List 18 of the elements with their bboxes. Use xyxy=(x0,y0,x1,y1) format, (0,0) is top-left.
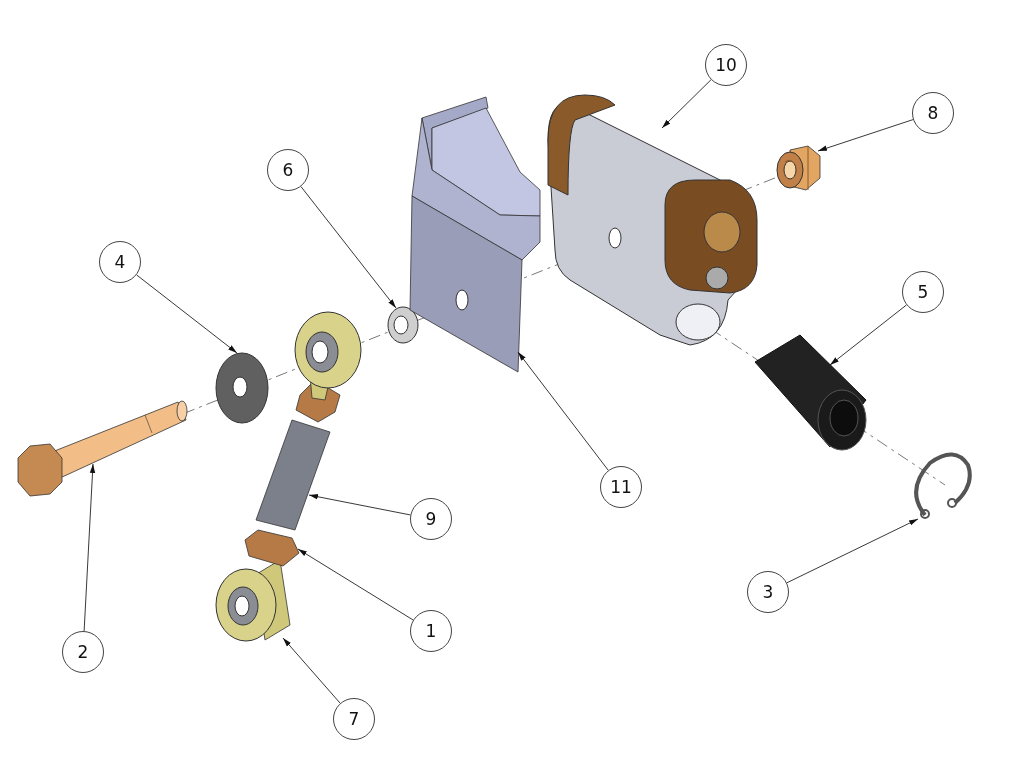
tube-drawing xyxy=(253,418,333,530)
callout-balloon: 4 xyxy=(99,241,141,283)
bolt-drawing xyxy=(14,400,190,500)
bracket-drawing xyxy=(408,96,542,374)
flange-nut-drawing xyxy=(774,143,822,191)
callout-balloon: 9 xyxy=(410,498,452,540)
washer-drawing xyxy=(212,350,270,426)
callout-balloon: 8 xyxy=(912,92,954,134)
callout-balloon: 7 xyxy=(333,698,375,740)
callout-balloon: 6 xyxy=(267,149,309,191)
callout-balloon: 11 xyxy=(600,466,642,508)
spacer-drawing xyxy=(385,305,421,345)
nut-drawing xyxy=(243,528,301,568)
callout-balloon: 1 xyxy=(410,610,452,652)
callout-balloon: 2 xyxy=(62,631,104,673)
callout-balloon: 10 xyxy=(705,44,747,86)
callout-balloon: 5 xyxy=(902,271,944,313)
callout-balloon: 3 xyxy=(747,571,789,613)
